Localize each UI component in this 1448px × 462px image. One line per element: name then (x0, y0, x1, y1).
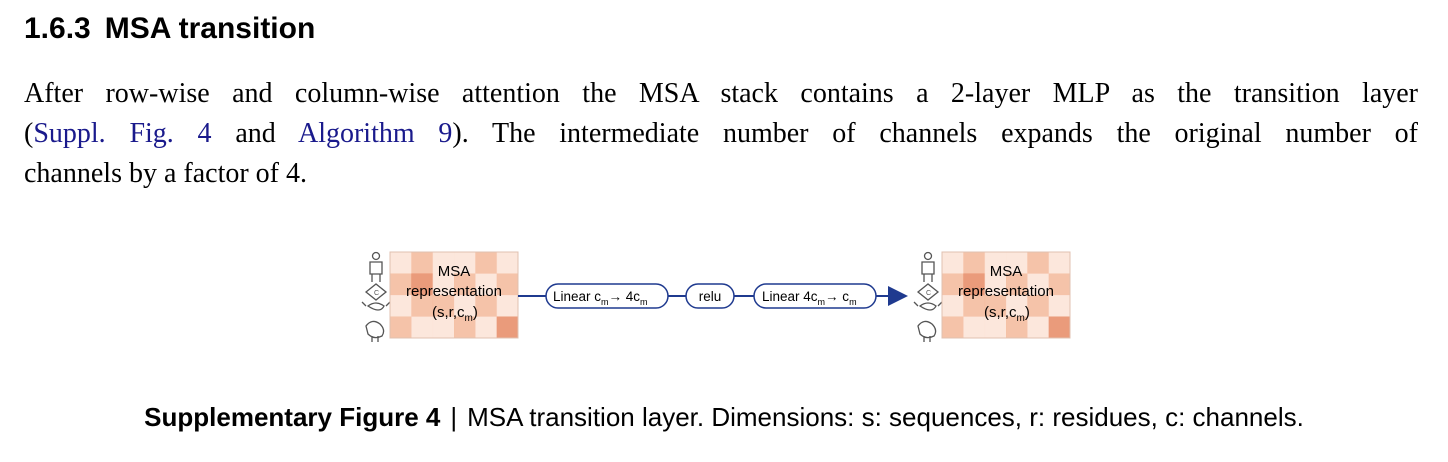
paragraph-line-3: channels by a factor of 4. (24, 158, 307, 189)
relu-node: relu (685, 283, 735, 309)
linear-contract-label: Linear 4cm→ cm (762, 289, 857, 307)
link-suppl-fig-4[interactable]: Suppl. Fig. 4 (33, 118, 212, 149)
heatmap-cell (1006, 273, 1028, 296)
output-label-line2: representation (958, 283, 1054, 300)
heatmap-cell (390, 252, 412, 274)
heatmap-cell (411, 252, 434, 274)
linear-expand-node: Linear cm→ 4cm (545, 283, 669, 309)
heatmap-cell (432, 252, 455, 274)
heatmap-cell (1048, 252, 1071, 274)
svg-text:C: C (374, 290, 379, 297)
heatmap-cell (454, 316, 476, 339)
species-icons-input: C (361, 251, 391, 342)
heatmap-cell (942, 273, 964, 296)
link-algorithm-9[interactable]: Algorithm 9 (297, 118, 453, 149)
paragraph-line-2-rest: ). The intermediate number of channels e… (452, 118, 1419, 149)
heatmap-cell (1027, 316, 1050, 339)
heatmap-cell (963, 316, 986, 339)
msa-input-grid (390, 252, 519, 339)
bacteria-icon (913, 301, 943, 311)
msa-input-block: MSA representation (s,r,cm) (389, 251, 519, 339)
paragraph-line-1: After row-wise and column-wise attention… (24, 78, 1418, 109)
heatmap-cell (432, 316, 455, 339)
svg-text:C: C (926, 290, 931, 297)
heatmap-cell (1027, 252, 1050, 274)
relu-label: relu (699, 289, 722, 304)
heatmap-cell (475, 273, 498, 296)
input-label-line1: MSA (438, 263, 471, 280)
heatmap-cell (984, 273, 1007, 296)
heatmap-cell (1027, 273, 1050, 296)
section-heading: 1.6.3 MSA transition (24, 12, 315, 46)
heatmap-cell (1048, 295, 1071, 317)
heatmap-cell (475, 316, 498, 339)
heatmap-cell (963, 273, 986, 296)
output-label-line1: MSA (990, 263, 1023, 280)
heatmap-cell (390, 273, 412, 296)
bacteria-icon (361, 301, 391, 311)
open-paren: ( (24, 118, 34, 149)
msa-output-grid (942, 252, 1071, 339)
heatmap-cell (411, 273, 434, 296)
linear-expand-label: Linear cm→ 4cm (553, 289, 648, 307)
heatmap-cell (1006, 295, 1028, 317)
human-icon (921, 251, 935, 282)
heatmap-cell (984, 295, 1007, 317)
paragraph-line-2: (Suppl. Fig. 4 and Algorithm 9). The int… (24, 114, 1418, 154)
msa-output-block: MSA representation (s,r,cm) (941, 251, 1071, 339)
heatmap-cell (984, 316, 1007, 339)
heatmap-cell (454, 273, 476, 296)
input-label-line2: representation (406, 283, 502, 300)
caption-separator: | (450, 402, 458, 432)
heatmap-cell (496, 316, 519, 339)
heatmap-cell (1006, 252, 1028, 274)
heatmap-cell (496, 252, 519, 274)
heatmap-cell (411, 316, 434, 339)
chicken-icon (365, 320, 385, 342)
human-icon (369, 251, 383, 282)
heatmap-cell (454, 252, 476, 274)
heatmap-cell (390, 295, 412, 317)
section-title: MSA transition (104, 12, 316, 45)
species-icons-output: C (913, 251, 943, 342)
heatmap-cell (411, 295, 434, 317)
heatmap-cell (475, 252, 498, 274)
heatmap-cell (1048, 273, 1071, 296)
heatmap-cell (1027, 295, 1050, 317)
heatmap-cell (432, 273, 455, 296)
heatmap-cell (454, 295, 476, 317)
linear-contract-node: Linear 4cm→ cm (753, 283, 877, 309)
caption-text: MSA transition layer. Dimensions: s: seq… (467, 402, 1304, 432)
figure-caption: Supplementary Figure 4 | MSA transition la… (0, 402, 1448, 433)
heatmap-cell (1006, 316, 1028, 339)
heatmap-cell (984, 252, 1007, 274)
chicken-icon (917, 320, 937, 342)
msa-transition-diagram: C MSA representation (s,r,cm) Linear cm→… (361, 251, 1071, 342)
input-dims: (s,r,cm) (432, 304, 478, 324)
body-paragraph: After row-wise and column-wise attention… (24, 74, 1418, 194)
heatmap-cell (475, 295, 498, 317)
protein-icon: C (364, 283, 388, 301)
and-text: and (211, 118, 298, 149)
heatmap-cell (496, 295, 519, 317)
section-number: 1.6.3 (24, 12, 91, 45)
caption-label: Supplementary Figure 4 (144, 402, 441, 432)
heatmap-cell (390, 316, 412, 339)
heatmap-cell (963, 252, 986, 274)
heatmap-cell (1048, 316, 1071, 339)
heatmap-cell (432, 295, 455, 317)
heatmap-cell (942, 295, 964, 317)
heatmap-cell (963, 295, 986, 317)
heatmap-cell (496, 273, 519, 296)
protein-icon: C (916, 283, 940, 301)
output-dims: (s,r,cm) (984, 304, 1030, 324)
heatmap-cell (942, 252, 964, 274)
heatmap-cell (942, 316, 964, 339)
